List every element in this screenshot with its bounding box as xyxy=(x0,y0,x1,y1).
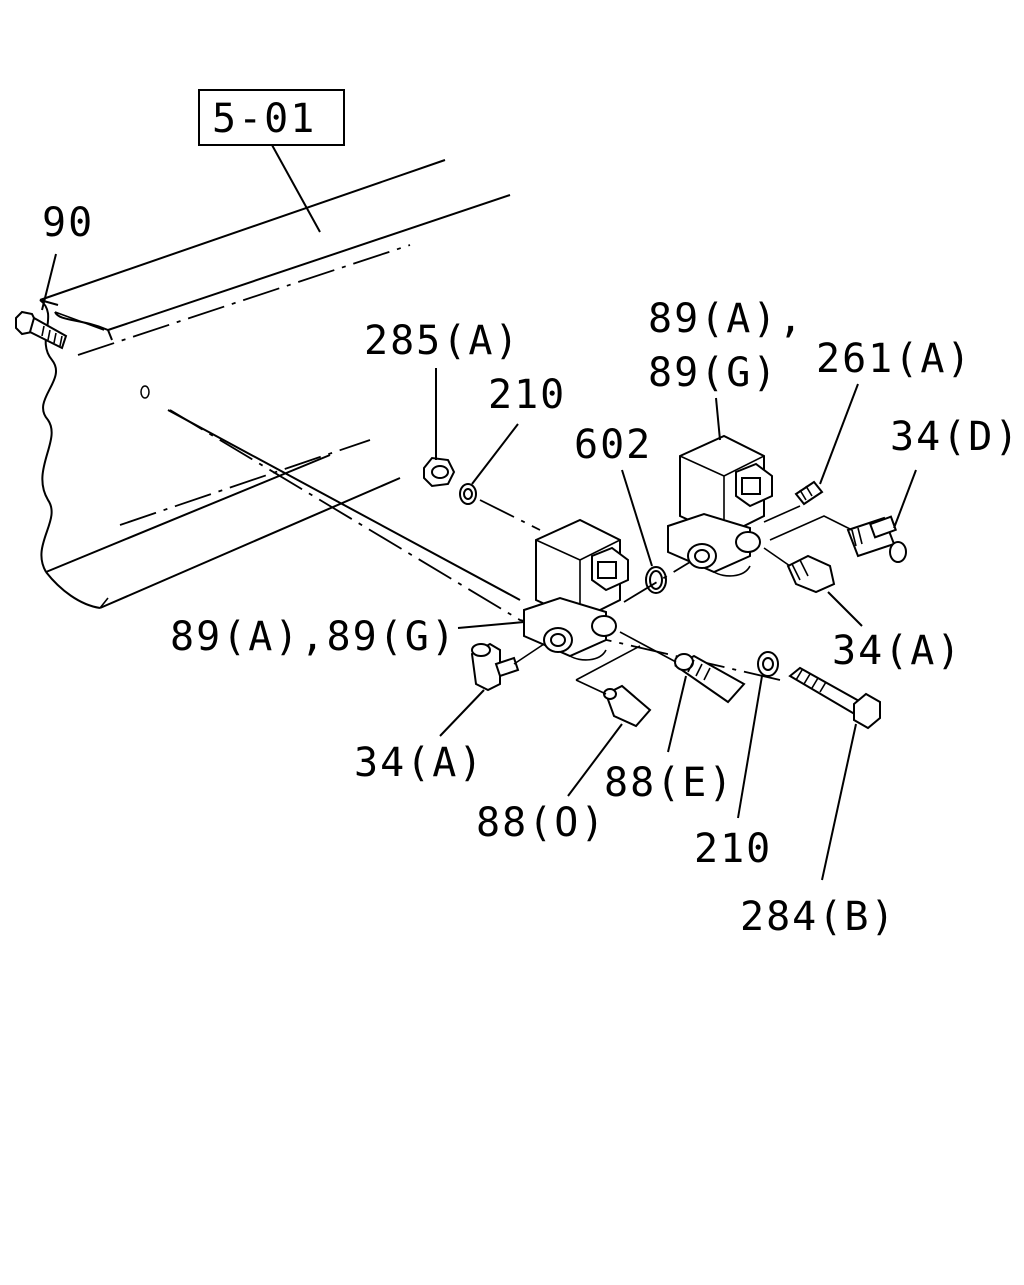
reference-box[interactable]: 5-01 xyxy=(198,89,345,146)
link-34a-right xyxy=(763,547,791,567)
label-34a-left: 34(A) xyxy=(354,740,484,786)
label-88e: 88(E) xyxy=(604,760,734,806)
label-89ag-line2: 89(G) xyxy=(648,350,778,396)
link-34a-left xyxy=(513,643,545,665)
leader-88e xyxy=(667,675,687,753)
link-88o xyxy=(575,645,641,695)
nut-285a[interactable] xyxy=(423,456,456,488)
leader-34d xyxy=(893,469,917,529)
label-88o: 88(O) xyxy=(476,800,606,846)
flange-bolt-90[interactable] xyxy=(15,310,68,350)
solenoid-valve-left[interactable] xyxy=(523,518,629,661)
label-602: 602 xyxy=(574,422,652,468)
label-210-top: 210 xyxy=(488,372,566,418)
sensor-88o[interactable] xyxy=(603,684,652,728)
label-90: 90 xyxy=(42,200,94,246)
washer-210-top[interactable] xyxy=(459,483,477,505)
link-88e xyxy=(619,631,677,663)
label-34a-right: 34(A) xyxy=(832,628,962,674)
sensor-88e[interactable] xyxy=(674,653,746,704)
o-ring-602[interactable] xyxy=(645,566,667,594)
leader-90 xyxy=(41,253,57,311)
leader-89ag-left xyxy=(457,621,525,629)
solenoid-valve-right[interactable] xyxy=(667,434,773,577)
leader-261a xyxy=(819,383,859,485)
leader-34a-right xyxy=(827,591,863,627)
label-210-bottom: 210 xyxy=(694,826,772,872)
reference-leader xyxy=(271,144,321,233)
leader-284b xyxy=(821,723,857,881)
mount-line xyxy=(167,409,521,601)
label-34d: 34(D) xyxy=(890,414,1020,460)
bolt-284b[interactable] xyxy=(788,666,881,730)
washer-210-bottom[interactable] xyxy=(757,651,779,677)
label-261a: 261(A) xyxy=(816,336,973,382)
reference-box-label: 5-01 xyxy=(212,96,316,142)
label-89ag-line1: 89(A), xyxy=(648,296,805,342)
label-89ag-left: 89(A),89(G) xyxy=(170,614,457,660)
plug-261a[interactable] xyxy=(794,480,824,506)
elbow-fitting-34a-left[interactable] xyxy=(470,642,520,692)
center-line-210 xyxy=(479,499,541,531)
leader-602 xyxy=(621,469,653,567)
frame-rail xyxy=(39,159,511,609)
leader-34a-left xyxy=(439,689,485,737)
label-285a: 285(A) xyxy=(364,318,521,364)
link-261a xyxy=(763,505,801,523)
link-34d xyxy=(769,515,853,541)
leader-88o xyxy=(567,723,623,797)
leader-210-bottom xyxy=(737,675,763,819)
label-284b: 284(B) xyxy=(740,894,897,940)
leader-210-top xyxy=(471,423,519,485)
tee-fitting-34d[interactable] xyxy=(846,515,907,563)
leader-89ag-right xyxy=(715,397,721,441)
center-line-602 xyxy=(623,555,701,603)
elbow-fitting-34a-right[interactable] xyxy=(786,554,836,594)
